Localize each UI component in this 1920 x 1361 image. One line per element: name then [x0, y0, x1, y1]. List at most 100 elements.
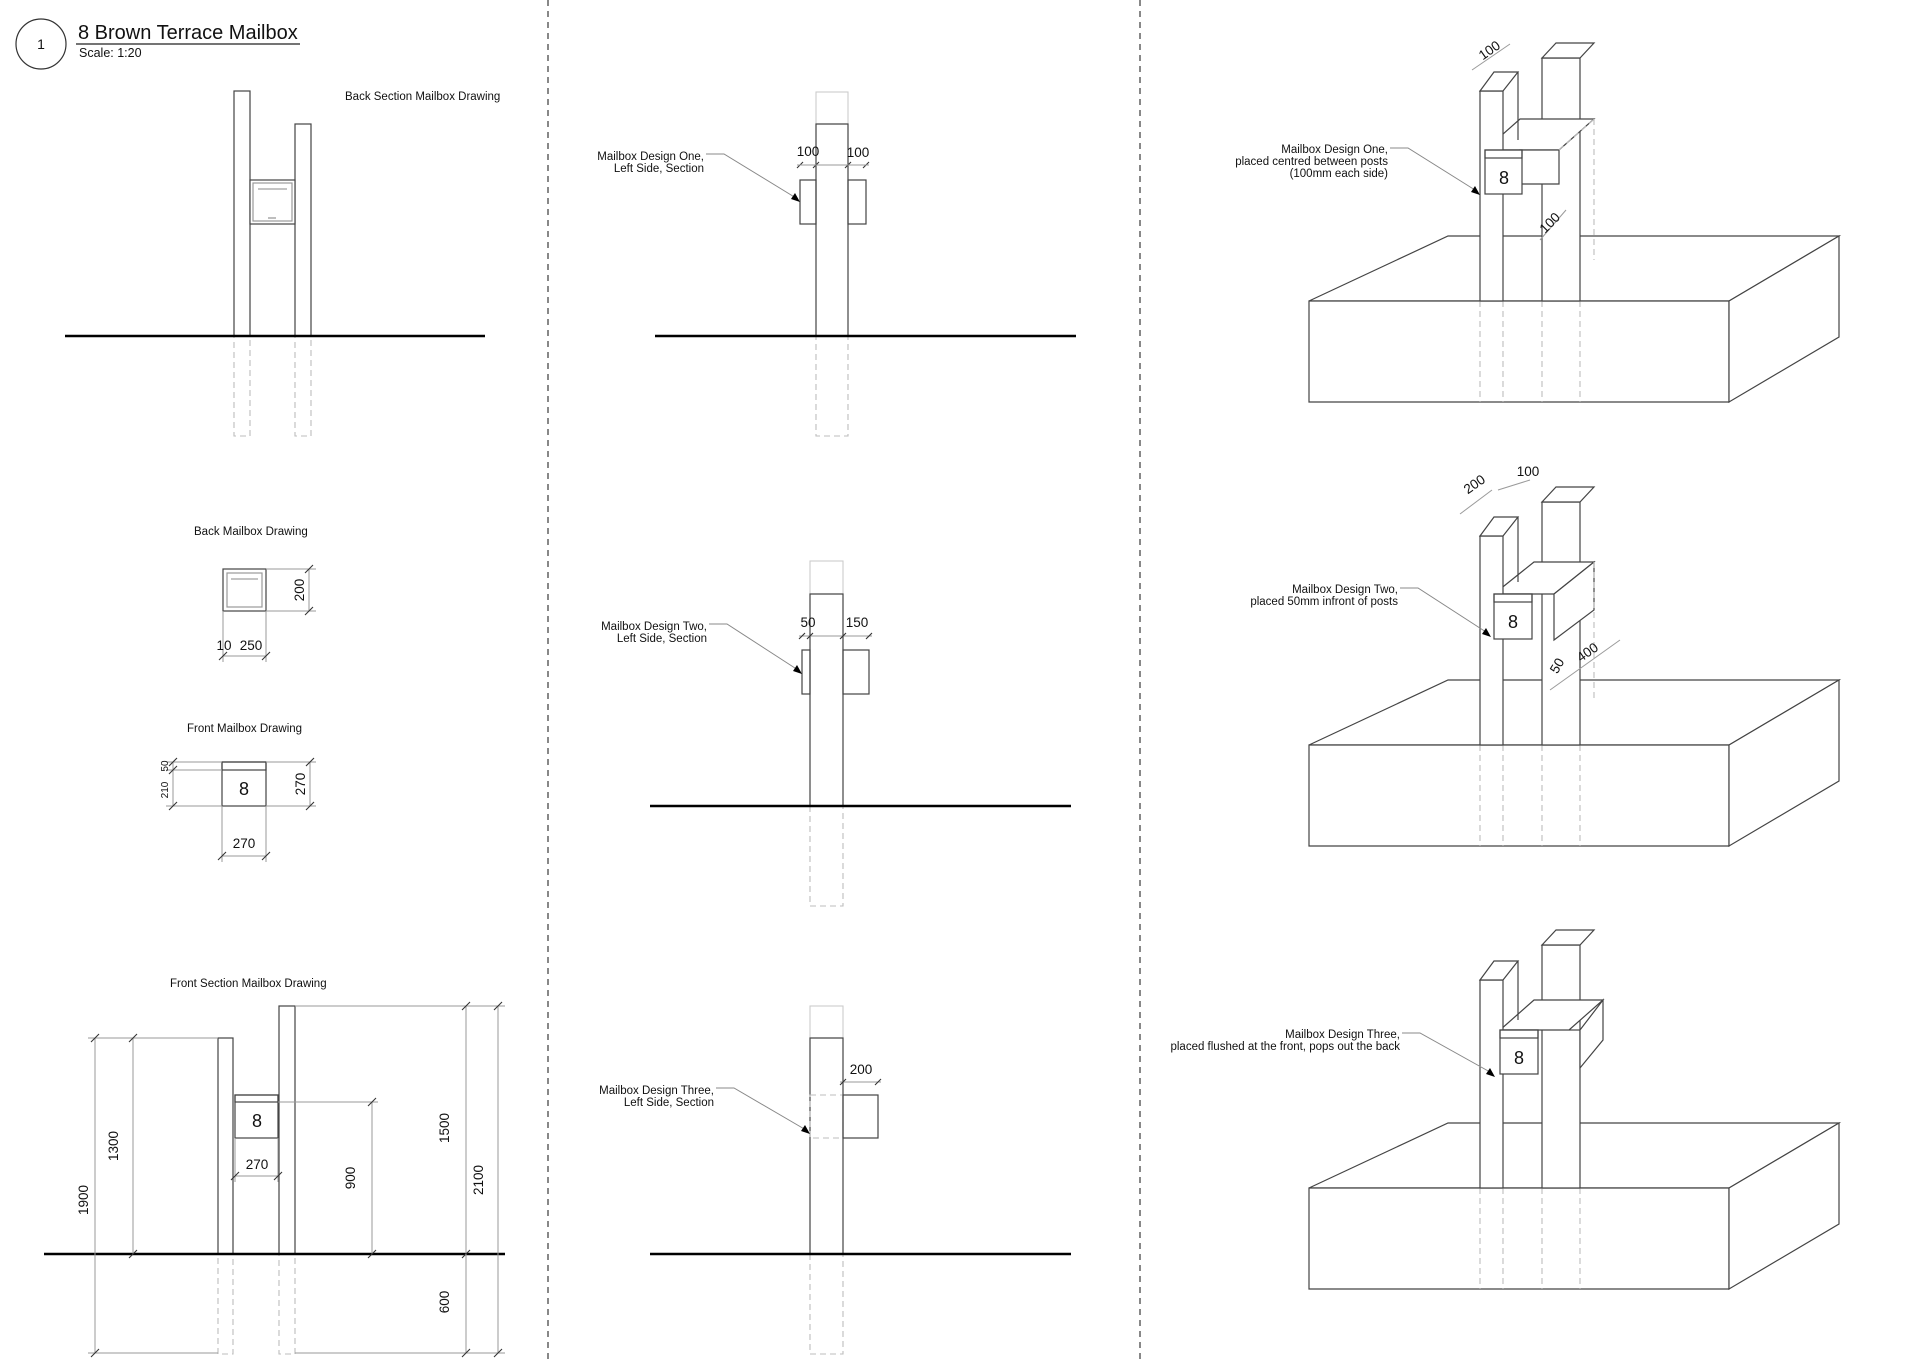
- iso2-dim-c: 50: [1547, 655, 1568, 676]
- iso1-label-line1: Mailbox Design One,: [1281, 144, 1388, 156]
- s1-label-line2: Left Side, Section: [614, 163, 704, 175]
- s2-label-line1: Mailbox Design Two,: [601, 621, 707, 633]
- fs-dim-tick: [90, 1033, 100, 1043]
- s2-dim-right: 150: [846, 615, 869, 630]
- back-mailbox-dim-tick: [261, 651, 271, 661]
- s3-post: [809, 1037, 844, 1255]
- sheet-scale: Scale: 1:20: [79, 46, 142, 60]
- iso1-mailbox-front: [1484, 149, 1523, 195]
- s2-label-line2: Left Side, Section: [617, 633, 707, 645]
- front-mailbox-label: Front Mailbox Drawing: [187, 723, 302, 735]
- back-section-post-left-below: [233, 335, 251, 437]
- fs-dim-600: 600: [437, 1291, 452, 1314]
- iso3-back-post-front: [1541, 944, 1581, 1189]
- fs-dim-1900: 1900: [76, 1185, 91, 1215]
- fs-dim-tick: [493, 1001, 503, 1011]
- s2-dim-tick: [839, 632, 847, 640]
- back-mailbox-dim-tick: [304, 606, 314, 616]
- sheet-number-circle: [15, 18, 67, 70]
- iso3-leader: [1402, 1032, 1491, 1073]
- back-section-label: Back Section Mailbox Drawing: [345, 91, 500, 103]
- iso2-dim-line: [1497, 479, 1531, 491]
- iso-design-one: 8 100 100 Mailbox Design One, placed cen…: [1235, 38, 1842, 404]
- back-mailbox-body: [222, 568, 267, 612]
- front-mailbox-dim-width: 270: [233, 836, 256, 851]
- s1-mailbox-right: [847, 179, 867, 225]
- iso2-mailbox-side: [1553, 560, 1595, 642]
- s3-leader-arrow: [801, 1125, 810, 1134]
- s3-mailbox-hidden: [809, 1094, 844, 1139]
- s3-dim-tick: [874, 1078, 882, 1086]
- iso1-base-side: [1728, 234, 1840, 404]
- fs-dim-900: 900: [343, 1167, 358, 1190]
- iso1-back-post-top: [1540, 42, 1596, 59]
- back-mailbox-dim-height: 200: [292, 579, 307, 602]
- fs-dim-tick: [493, 1348, 503, 1358]
- s3-dim-tick: [839, 1078, 847, 1086]
- iso-design-three: 8 Mailbox Design Three, placed flushed a…: [1170, 929, 1842, 1291]
- fs-dim-tick: [128, 1033, 138, 1043]
- iso3-base-side: [1728, 1121, 1840, 1291]
- fs-dim-2100: 2100: [471, 1165, 486, 1195]
- s2-dim-left: 50: [800, 615, 815, 630]
- s1-post-below: [815, 335, 849, 437]
- s1-leader: [706, 153, 797, 199]
- s1-post: [815, 123, 849, 337]
- iso2-dim-a: 200: [1461, 472, 1488, 497]
- back-mailbox-inner: [226, 572, 263, 608]
- fs-dim-1500: 1500: [437, 1113, 452, 1143]
- fs-dim-tick: [128, 1249, 138, 1259]
- iso2-label-line1: Mailbox Design Two,: [1292, 584, 1398, 596]
- front-mailbox-body: [221, 761, 267, 807]
- front-mailbox-dim-tick: [261, 851, 271, 861]
- back-mailbox-label: Back Mailbox Drawing: [194, 526, 308, 538]
- s1-dim-left: 100: [797, 144, 820, 159]
- s1-post-above: [815, 91, 849, 125]
- back-section-mailbox-inner: [252, 182, 293, 222]
- front-mailbox-dim-tick: [305, 757, 315, 767]
- front-mailbox-dim-body: 210: [160, 781, 171, 798]
- front-section-view: Front Section Mailbox Drawing 8 1900 130…: [44, 978, 505, 1358]
- back-section-view: Back Section Mailbox Drawing: [65, 90, 500, 437]
- iso3-front-post-top: [1478, 960, 1520, 981]
- s2-leader: [709, 623, 799, 671]
- front-mailbox-flap: [221, 761, 267, 771]
- iso3-mailbox-side: [1579, 998, 1604, 1070]
- iso1-mailbox-flap: [1484, 149, 1523, 159]
- s3-mailbox-back: [842, 1094, 879, 1139]
- front-section-mailbox-number: 8: [252, 1111, 262, 1131]
- section-design-one: 100 100 Mailbox Design One, Left Side, S…: [597, 91, 1076, 437]
- iso1-dim-line: [1539, 209, 1567, 241]
- fs-dim-tick: [90, 1348, 100, 1358]
- iso1-label-line2: placed centred between posts: [1235, 156, 1388, 168]
- s3-label-line2: Left Side, Section: [624, 1097, 714, 1109]
- iso3-mailbox-number: 8: [1514, 1048, 1524, 1068]
- s2-dim-tick: [865, 632, 873, 640]
- s2-mailbox-left: [801, 649, 811, 695]
- front-section-post-right-below: [278, 1253, 296, 1355]
- s2-dim-tick: [798, 632, 806, 640]
- s3-leader: [716, 1087, 807, 1131]
- iso1-mailbox-side: [1519, 149, 1560, 185]
- back-mailbox-dim-side: 10: [216, 638, 231, 653]
- iso3-leader-arrow: [1486, 1068, 1495, 1077]
- s1-leader-arrow: [791, 193, 800, 202]
- s2-leader-arrow: [793, 665, 802, 674]
- iso2-back-post-top: [1540, 486, 1596, 503]
- front-section-mailbox-flap: [234, 1094, 279, 1103]
- iso3-label-line1: Mailbox Design Three,: [1285, 1029, 1400, 1041]
- back-mailbox-dim-width: 250: [240, 638, 263, 653]
- iso2-leader-arrow: [1482, 628, 1491, 637]
- iso1-leader: [1390, 147, 1476, 191]
- iso2-front-post-top: [1478, 516, 1520, 537]
- iso2-dim-b: 100: [1517, 464, 1540, 479]
- section-design-two: 50 150 Mailbox Design Two, Left Side, Se…: [601, 560, 1071, 907]
- fs-dim-tick: [461, 1348, 471, 1358]
- front-mailbox-dim-tick: [168, 765, 178, 775]
- fs-dim-tick: [273, 1171, 283, 1181]
- iso3-front-post-front: [1479, 979, 1504, 1189]
- back-mailbox-dim-tick: [304, 564, 314, 574]
- back-mailbox-dim-tick: [218, 651, 228, 661]
- front-mailbox-dim-height: 270: [293, 773, 308, 796]
- back-section-post-right-below: [294, 335, 312, 437]
